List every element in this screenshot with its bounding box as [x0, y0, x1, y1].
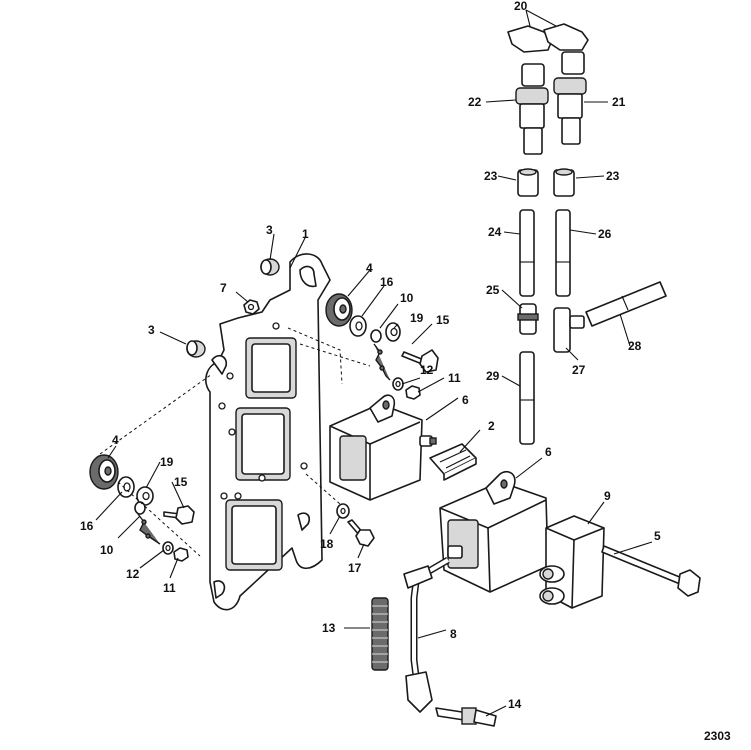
callout-27: 27 [572, 363, 586, 377]
ignition-coil-lower [439, 470, 549, 593]
callout-5: 5 [654, 529, 661, 543]
callout-6-lower: 6 [545, 445, 552, 459]
callout-15-top: 15 [436, 313, 450, 327]
callout-24: 24 [488, 225, 502, 239]
callout-19-left: 19 [160, 455, 174, 469]
nut-23-left [517, 168, 539, 197]
callout-13: 13 [322, 621, 336, 635]
washer-18 [336, 503, 350, 519]
callout-19-top: 19 [410, 311, 424, 325]
callout-3-left: 3 [148, 323, 155, 337]
nut-11-top [405, 385, 421, 400]
tee-27 [553, 307, 585, 353]
mounting-plate [205, 253, 331, 611]
washer-16-top [349, 315, 367, 337]
connector-25 [517, 303, 539, 335]
callout-16-left: 16 [80, 519, 94, 533]
callout-4-left: 4 [112, 433, 119, 447]
callout-12-left: 12 [126, 567, 140, 581]
nut-11-left [173, 547, 189, 562]
callout-15-left: 15 [174, 475, 188, 489]
callout-6-upper: 6 [462, 393, 469, 407]
callout-11-left: 11 [163, 581, 176, 595]
grommet-4-top [325, 293, 353, 327]
callout-10-left: 10 [100, 543, 114, 557]
callout-25: 25 [486, 283, 500, 297]
hose-28 [585, 281, 667, 327]
callout-16-top: 16 [380, 275, 394, 289]
callout-28: 28 [628, 339, 642, 353]
callout-22: 22 [468, 95, 482, 109]
hose-26 [555, 209, 571, 297]
spring-13 [371, 597, 389, 671]
callout-23-right: 23 [606, 169, 620, 183]
callout-7: 7 [220, 281, 227, 295]
figure-number: 2303 [704, 729, 731, 743]
callout-21: 21 [612, 95, 626, 109]
leader-lines [95, 9, 653, 717]
callout-4-top: 4 [366, 261, 373, 275]
callout-3-top: 3 [266, 223, 273, 237]
ground-strap-10-left [134, 501, 161, 545]
grommet-4-left [89, 454, 119, 490]
fitting-21 [553, 51, 587, 145]
connector-2 [429, 443, 477, 481]
screw-17 [347, 519, 375, 547]
bolt-5 [601, 545, 701, 597]
spacer-3-top [260, 258, 280, 276]
spark-plug-14 [435, 707, 497, 727]
callout-10-top: 10 [400, 291, 414, 305]
hose-24 [519, 209, 535, 297]
hose-29 [519, 351, 535, 445]
callout-18: 18 [320, 537, 334, 551]
washer-12-left [162, 541, 174, 555]
screw-15-top [401, 349, 439, 373]
screw-15-left [163, 505, 195, 525]
nut-23-right [553, 168, 575, 197]
nut-7 [243, 299, 260, 315]
callout-26: 26 [598, 227, 612, 241]
spacer-3-left [186, 340, 206, 358]
callout-2: 2 [488, 419, 495, 433]
callout-29: 29 [486, 369, 500, 383]
fitting-22 [515, 63, 549, 155]
callout-17: 17 [348, 561, 362, 575]
callout-1: 1 [302, 227, 309, 241]
callout-12-top: 12 [420, 363, 434, 377]
callout-11-top: 11 [448, 371, 461, 385]
module-9 [539, 515, 605, 609]
ground-strap-10-top [370, 329, 391, 381]
callout-20: 20 [514, 0, 528, 13]
callout-8: 8 [450, 627, 457, 641]
spark-plug-lead [403, 556, 450, 713]
callout-9: 9 [604, 489, 611, 503]
washer-12-top [392, 377, 404, 391]
washer-19-top [385, 322, 401, 342]
callout-23-left: 23 [484, 169, 498, 183]
callout-14: 14 [508, 697, 522, 711]
clips-20 [507, 23, 589, 53]
callout-labels: 1 2 3 3 4 4 5 6 6 7 8 9 10 10 11 11 12 1… [80, 0, 661, 711]
ignition-coil-upper [329, 394, 437, 501]
